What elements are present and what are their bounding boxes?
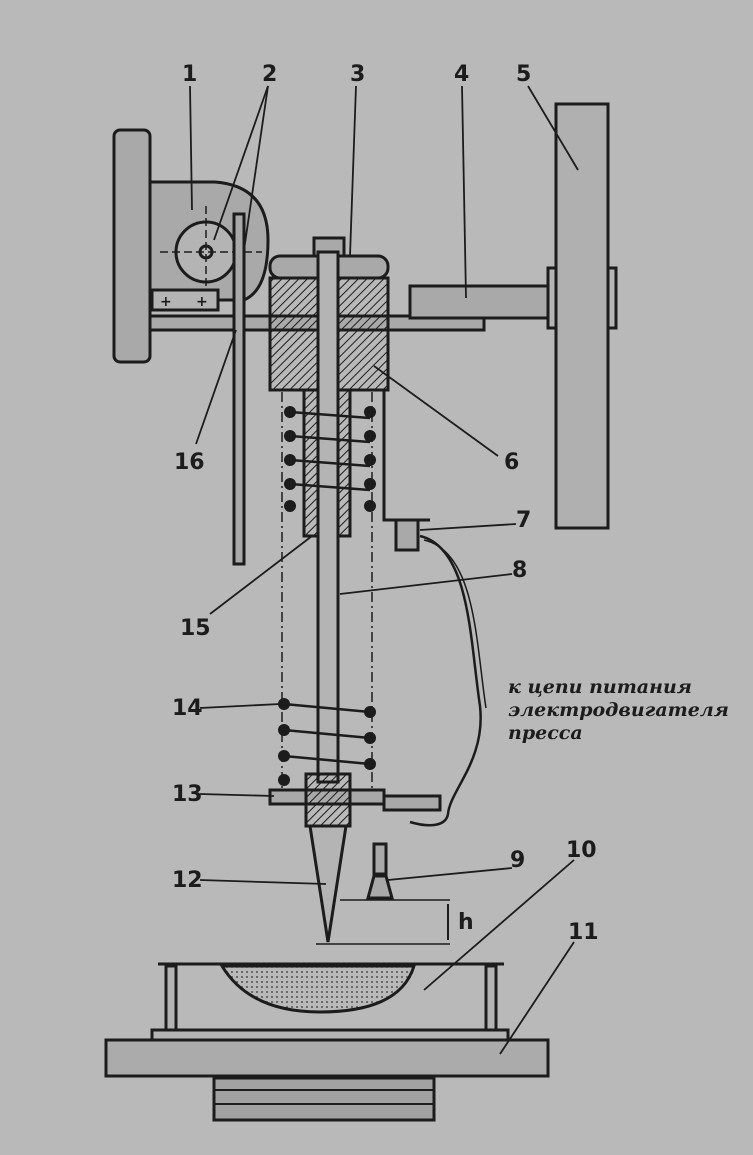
caption-line-2: электродвигателя	[508, 699, 729, 721]
left-wall	[112, 128, 152, 364]
label-2: 2	[262, 62, 278, 87]
label-10: 10	[566, 838, 597, 863]
caption-line-3: пресса	[508, 722, 583, 744]
power-circuit-caption: к цепи питания электродвигателя пресса	[508, 676, 748, 745]
label-5: 5	[516, 62, 532, 87]
sample-material	[219, 964, 417, 1014]
shaft	[316, 250, 340, 784]
contact-arm	[382, 794, 442, 812]
label-h: h	[458, 910, 474, 935]
label-12: 12	[172, 868, 203, 893]
vertical-rod	[232, 212, 246, 566]
label-15: 15	[180, 616, 211, 641]
stop-screw	[372, 842, 388, 876]
plus-sign-right: +	[196, 294, 208, 310]
terminal-block	[150, 288, 220, 312]
plus-sign-left: +	[160, 294, 172, 310]
bracket	[382, 390, 430, 522]
label-9: 9	[510, 848, 526, 873]
label-1: 1	[182, 62, 198, 87]
label-16: 16	[174, 450, 205, 475]
arm	[408, 284, 552, 320]
label-7: 7	[516, 508, 532, 533]
label-3: 3	[350, 62, 366, 87]
label-11: 11	[568, 920, 599, 945]
lower-spring	[278, 698, 376, 786]
label-13: 13	[172, 782, 203, 807]
label-14: 14	[172, 696, 203, 721]
table	[104, 1038, 550, 1078]
collar-hub	[304, 772, 352, 828]
column	[554, 102, 610, 530]
label-6: 6	[504, 450, 520, 475]
stop-base	[366, 874, 394, 900]
caption-line-1: к цепи питания	[508, 676, 692, 698]
threaded-base	[212, 1076, 436, 1122]
label-4: 4	[454, 62, 470, 87]
contact-7	[394, 518, 420, 552]
label-8: 8	[512, 558, 528, 583]
